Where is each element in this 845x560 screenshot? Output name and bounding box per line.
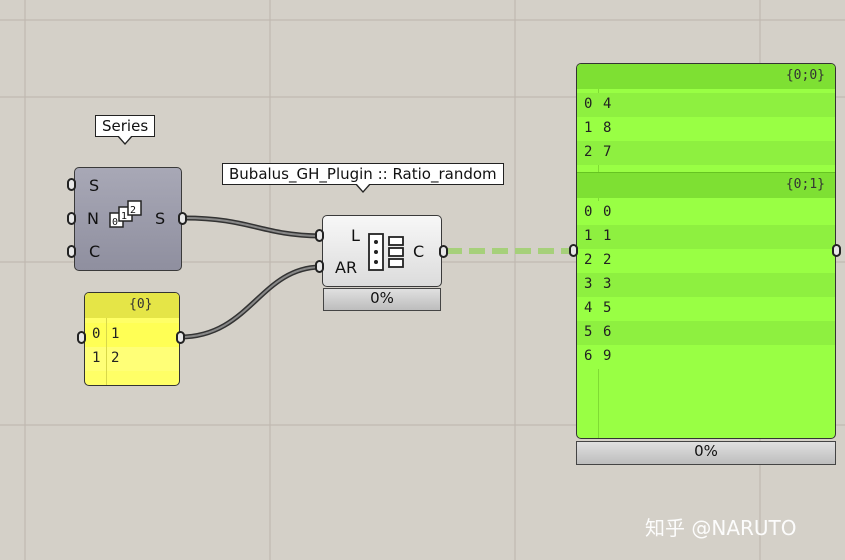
yellow-panel-header: {0} (85, 293, 179, 318)
list-item: 1 8 (577, 117, 835, 141)
series-input-n-grip[interactable] (67, 212, 76, 225)
list-item: 5 6 (577, 321, 835, 345)
ratio-icon (368, 233, 404, 271)
list-item: 2 2 (577, 249, 835, 273)
series-tooltip-label: Series (102, 117, 149, 135)
ratio-input-l-grip[interactable] (315, 229, 324, 242)
input-c-label: C (89, 242, 101, 261)
ratio-tooltip-label: Bubalus_GH_Plugin :: Ratio_random (229, 165, 497, 183)
yellow-panel-input-grip[interactable] (77, 331, 86, 344)
yellow-panel-path: {0} (129, 297, 153, 312)
svg-text:1: 1 (121, 211, 127, 222)
list-item: 0 4 (577, 93, 835, 117)
ratio-random-component[interactable]: L AR C (322, 215, 442, 287)
list-item: 2 7 (577, 141, 835, 165)
list-item: 1 1 (577, 225, 835, 249)
series-tooltip: Series (95, 115, 156, 145)
green-panel-progress-bar: 0% (576, 441, 836, 465)
yellow-panel[interactable]: {0} 0 1 1 2 (84, 292, 180, 386)
ratio-tooltip: Bubalus_GH_Plugin :: Ratio_random (222, 163, 504, 193)
svg-text:0: 0 (112, 217, 118, 228)
ratio-progress-bar: 0% (323, 288, 441, 311)
green-panel-progress-label: 0% (694, 442, 718, 460)
green-panel[interactable]: {0;0} 0 4 1 8 2 7 {0;1} 0 0 1 1 2 2 3 3 … (576, 63, 836, 439)
list-item: 3 3 (577, 273, 835, 297)
output-s-label: S (155, 209, 166, 228)
yellow-panel-divider (106, 318, 107, 385)
branch-path: {0;1} (785, 177, 825, 192)
watermark: 知乎 @NARUTO (645, 516, 797, 540)
list-item: 0 0 (577, 201, 835, 225)
ratio-input-ar-grip[interactable] (315, 260, 324, 273)
list-item: 1 2 (85, 347, 179, 371)
ratio-output-c-grip[interactable] (439, 245, 448, 258)
ratio-progress-label: 0% (370, 289, 394, 307)
series-output-s-grip[interactable] (178, 212, 187, 225)
green-panel-input-grip[interactable] (569, 244, 578, 257)
input-s-label: S (89, 176, 100, 195)
yellow-panel-output-grip[interactable] (176, 331, 185, 344)
branch-path: {0;0} (785, 68, 825, 83)
list-item: 0 1 (85, 323, 179, 347)
input-ar-label: AR (335, 258, 358, 277)
input-l-label: L (351, 226, 360, 245)
branch-header: {0;0} (577, 64, 835, 89)
series-input-s-grip[interactable] (67, 178, 76, 191)
series-component[interactable]: S N C S 0 1 2 (74, 167, 182, 271)
list-item: 6 9 (577, 345, 835, 369)
svg-text:2: 2 (130, 205, 136, 216)
series-icon: 0 1 2 (109, 200, 142, 228)
series-input-c-grip[interactable] (67, 245, 76, 258)
green-panel-output-grip[interactable] (832, 244, 841, 257)
list-item: 4 5 (577, 297, 835, 321)
input-n-label: N (87, 209, 99, 228)
wire-panel-to-ar (179, 264, 321, 340)
output-c-label: C (413, 242, 425, 261)
branch-header: {0;1} (577, 172, 835, 198)
